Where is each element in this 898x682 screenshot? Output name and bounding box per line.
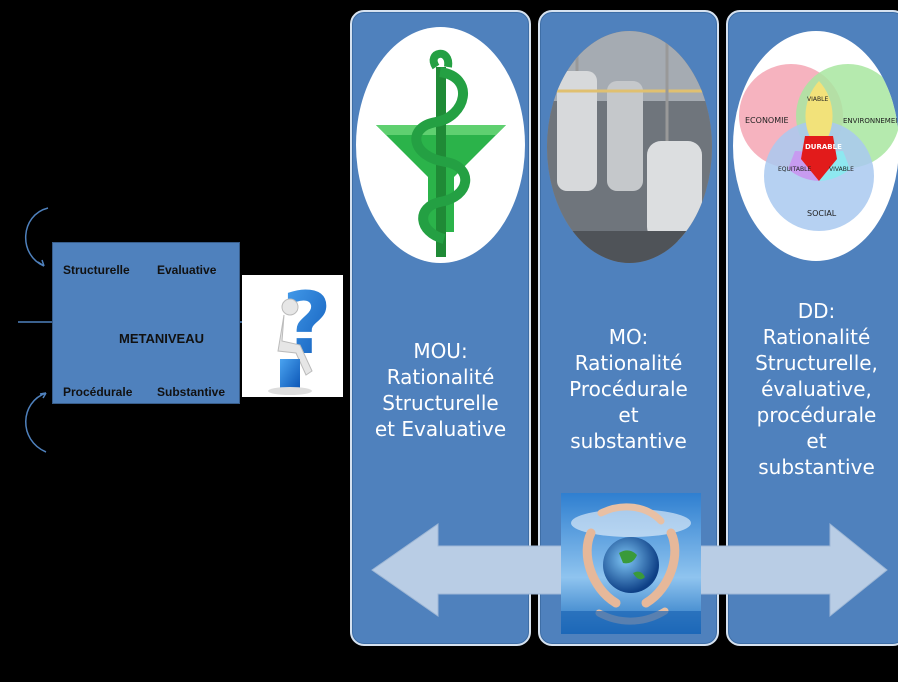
globe-hands-icon — [561, 493, 701, 634]
column-dd: ECONOMIE ENVIRONNEMENT VIABLE DURABLE EQ… — [726, 10, 898, 646]
venn-environnement: ENVIRONNEMENT — [843, 117, 898, 125]
label-metaniveau: METANIVEAU — [119, 331, 204, 346]
green-caduceus-icon — [376, 49, 506, 257]
dd-text: DD: Rationalité Structurelle, évaluative… — [755, 299, 878, 479]
question-figure: ? — [242, 274, 343, 397]
label-structurelle: Structurelle — [63, 263, 130, 277]
venn-equitable: EQUITABLE — [778, 166, 811, 173]
column-mou: MOU: Rationalité Structurelle et Evaluat… — [350, 10, 531, 646]
venn-social: SOCIAL — [807, 209, 837, 218]
label-substantive: Substantive — [157, 385, 226, 399]
question-mark-icon: ? — [282, 275, 332, 374]
label-evaluative: Evaluative — [157, 263, 217, 277]
sustainability-venn-diagram: ECONOMIE ENVIRONNEMENT VIABLE DURABLE EQ… — [739, 64, 898, 231]
caduceus-oval — [356, 27, 525, 263]
venn-vivable: VIVABLE — [829, 166, 854, 173]
mou-text: MOU: Rationalité Structurelle et Evaluat… — [374, 339, 507, 441]
venn-viable: VIABLE — [807, 96, 828, 103]
venn-economie: ECONOMIE — [745, 116, 789, 125]
mo-text: MO: Rationalité Procédurale et substanti… — [569, 325, 688, 453]
venn-durable: DURABLE — [805, 143, 842, 151]
venn-oval: ECONOMIE ENVIRONNEMENT VIABLE DURABLE EQ… — [733, 31, 898, 261]
globe-image — [561, 493, 701, 634]
metaniveau-box: Structurelle Evaluative METANIVEAU Procé… — [52, 242, 240, 404]
thinking-person-icon: ? — [268, 274, 332, 395]
label-procedurale: Procédurale — [63, 385, 133, 399]
